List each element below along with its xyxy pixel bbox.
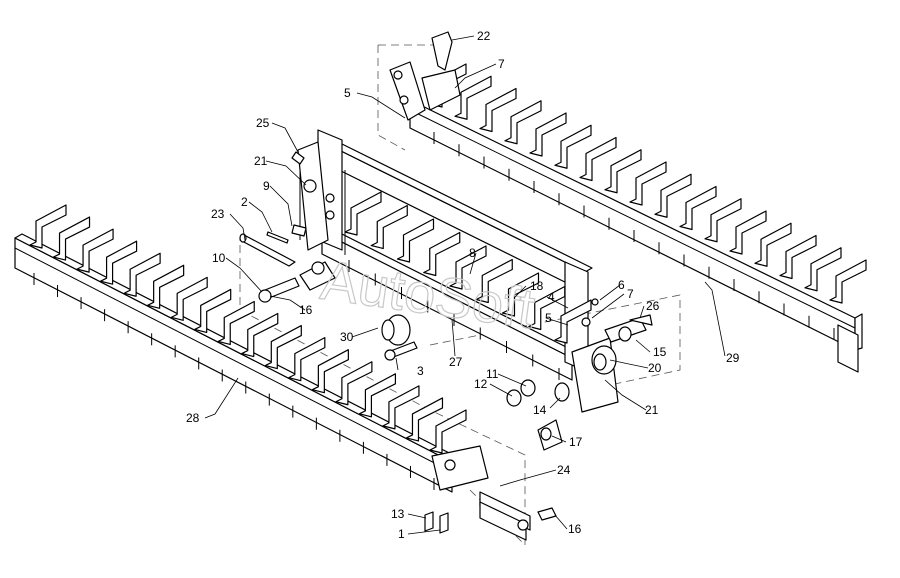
- callout-30: 30: [340, 330, 354, 344]
- center-frame: [299, 129, 593, 381]
- callout-labels: 22 7 5 25 21 9 2 23 10 16 30 3 27 8 18 4…: [186, 29, 740, 541]
- callout-10: 11: [486, 367, 499, 381]
- callout-14: 14: [533, 403, 547, 417]
- rear-tine-bracket: [504, 100, 542, 145]
- callout-28: 28: [186, 411, 200, 425]
- callout-12: 12: [474, 377, 488, 391]
- callout-22: 22: [477, 29, 491, 43]
- callout-27: 27: [449, 355, 463, 369]
- center-tine-bracket: [423, 231, 461, 277]
- callout-3: 3: [417, 364, 424, 378]
- rear-tine-bracket: [704, 198, 742, 243]
- callout-5-right: 5: [545, 311, 552, 325]
- center-tine-bracket: [449, 245, 487, 290]
- callout-16-bottom: 16: [568, 522, 582, 536]
- callout-24: 24: [557, 463, 571, 477]
- rear-tine-bracket: [779, 234, 817, 280]
- rear-tine-bracket: [654, 173, 692, 218]
- callout-23: 23: [211, 207, 225, 221]
- front-tine-bracket: [288, 337, 326, 382]
- callout-20: 21: [254, 154, 268, 168]
- front-tine-bracket: [123, 252, 161, 297]
- center-tine-bracket: [501, 272, 540, 317]
- front-tine-bracket: [358, 373, 397, 418]
- front-tine-bracket: [264, 324, 302, 370]
- callout-26: 26: [646, 299, 660, 313]
- front-tine-bracket: [52, 216, 91, 261]
- roller-30-bolt-3: [381, 314, 418, 361]
- watermark-text: AutoSoft: [317, 248, 539, 340]
- front-tine-bracket: [99, 240, 138, 285]
- center-tine-bracket: [475, 258, 513, 304]
- callout-15: 15: [653, 345, 667, 359]
- rear-tine-bracket: [754, 222, 792, 267]
- front-tine-bracket: [241, 312, 279, 358]
- left-uprights: [297, 141, 336, 291]
- rear-tine-bracket: [554, 124, 592, 169]
- center-tine-bracket: [370, 204, 408, 250]
- callout-17: 17: [569, 435, 583, 449]
- front-tine-bracket: [335, 361, 373, 406]
- callout-21: 21: [645, 403, 659, 417]
- callout-2: 2: [241, 195, 248, 209]
- hitch-bracket-22: [389, 31, 461, 121]
- front-tine-bracket: [382, 385, 420, 430]
- callout-5-top: 5: [344, 86, 351, 100]
- shafts-and-pins: [239, 151, 325, 303]
- front-tine-bracket: [217, 300, 255, 346]
- front-tine-bracket: [194, 288, 232, 334]
- callout-25: 25: [256, 116, 270, 130]
- front-tine-bracket: [170, 276, 208, 321]
- rear-tine-bracket: [479, 87, 517, 133]
- callout-8: 8: [469, 246, 476, 260]
- lower-link-assembly: [424, 445, 557, 541]
- front-tine-bracket: [311, 349, 349, 394]
- callout-9: 9: [263, 179, 270, 193]
- callout-29: 29: [726, 351, 740, 365]
- center-tine-row: [344, 191, 592, 380]
- callout-1: 1: [398, 527, 405, 541]
- rear-tine-bracket: [829, 259, 867, 304]
- front-tine-bracket: [29, 204, 67, 249]
- callout-7-top: 7: [498, 57, 505, 71]
- rear-tine-bracket: [579, 136, 617, 182]
- center-tine-bracket: [396, 218, 435, 263]
- callout-18: 18: [530, 279, 544, 293]
- callout-7-right: 7: [627, 287, 634, 301]
- front-tine-bracket: [147, 264, 185, 309]
- rear-tine-bracket: [629, 161, 667, 206]
- callout-6: 6: [618, 278, 625, 292]
- center-tine-bracket: [554, 299, 592, 344]
- rear-tine-bracket: [729, 210, 767, 255]
- rear-tine-bracket: [604, 149, 642, 194]
- callout-19: 20: [648, 361, 662, 375]
- rear-tine-bracket: [454, 75, 492, 120]
- callout-13: 13: [391, 507, 405, 521]
- front-tine-row: [29, 204, 467, 490]
- callout-4: 4: [548, 290, 555, 304]
- front-tine-bracket: [76, 228, 114, 273]
- rear-tine-bracket: [679, 185, 717, 231]
- callout-16-left: 16: [299, 303, 313, 317]
- center-tine-bracket: [528, 285, 566, 331]
- rear-tine-bracket: [529, 112, 567, 157]
- center-tine-bracket: [344, 191, 382, 236]
- leader-lines: [204, 35, 726, 535]
- callout-11: 10: [212, 251, 226, 265]
- front-tine-bracket: [405, 397, 444, 442]
- front-tine-bracket: [429, 409, 467, 454]
- washers-and-pins: [506, 379, 570, 451]
- rear-tine-bracket: [804, 247, 842, 292]
